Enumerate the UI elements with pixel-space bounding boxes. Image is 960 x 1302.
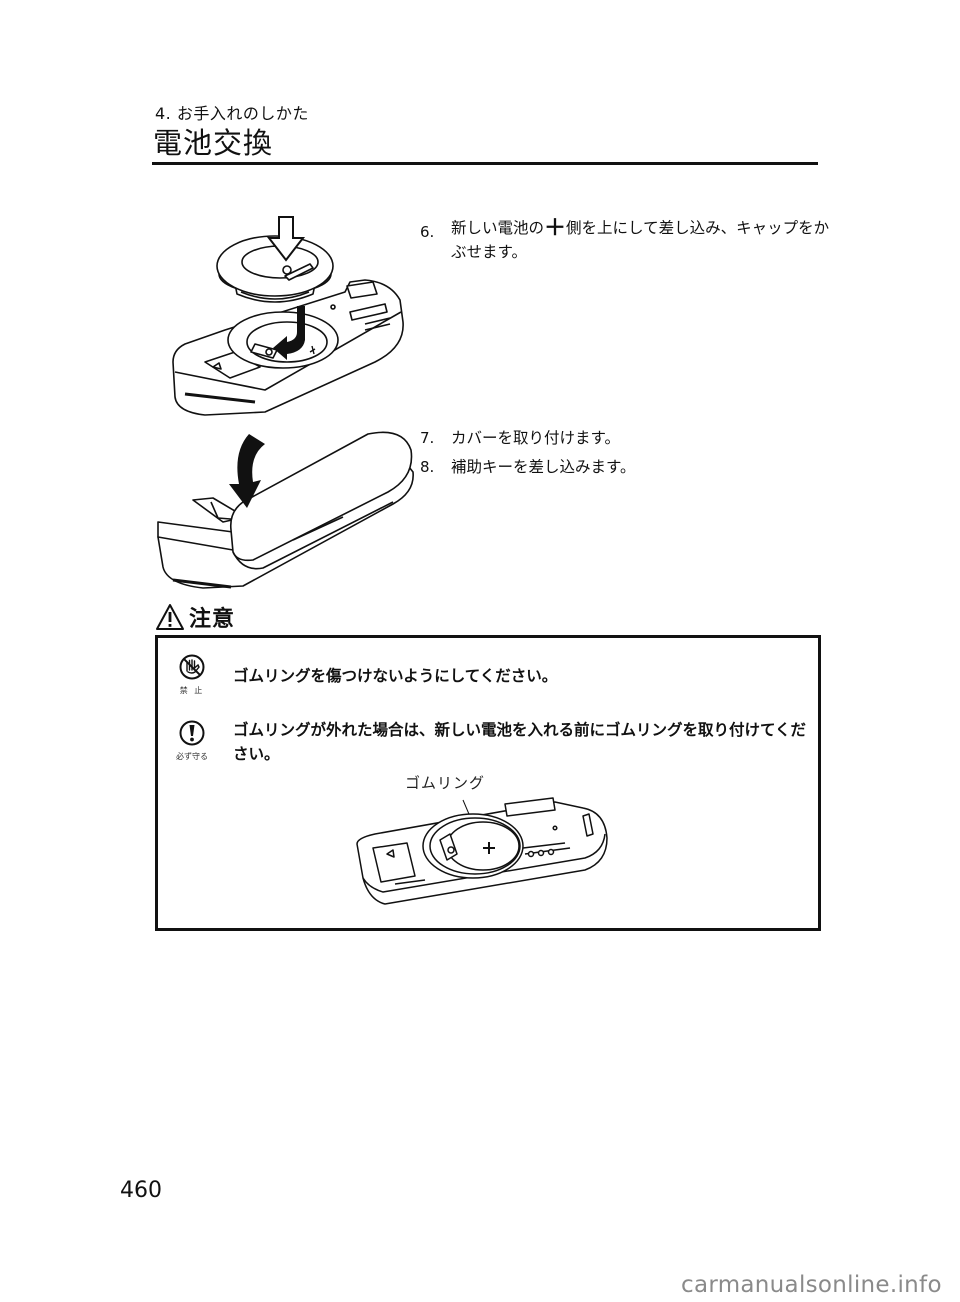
page-title: 電池交換 (153, 126, 274, 160)
title-divider (152, 162, 818, 165)
step-8: 8. 補助キーを差し込みます。 (420, 455, 820, 479)
warning-item: 禁 止 ゴムリングを傷つけないようにしてください。 (158, 654, 818, 704)
icon-caption: 禁 止 (179, 686, 205, 695)
plus-symbol: ＋ (544, 216, 567, 241)
mandatory-exclamation-icon (179, 720, 205, 746)
warning-triangle-icon (156, 604, 184, 630)
step-6: 6. 新しい電池の＋側を上にして差し込み、キャップをかぶせます。 (420, 216, 829, 266)
section-label: 4. お手入れのしかた (155, 104, 309, 123)
caution-box: 禁 止 ゴムリングを傷つけないようにしてください。 必ず守る ゴムリングが外れた… (155, 635, 821, 931)
warning-item: 必ず守る ゴムリングが外れた場合は、新しい電池を入れる前にゴムリングを取り付けて… (158, 720, 818, 776)
step-7: 7. カバーを取り付けます。 (420, 426, 820, 450)
rubber-ring-illustration (356, 797, 608, 905)
mandatory-icon-group: 必ず守る (170, 720, 214, 762)
battery-insert-illustration (172, 216, 404, 416)
warning-text: ゴムリングが外れた場合は、新しい電池を入れる前にゴムリングを取り付けてください。 (233, 721, 807, 763)
caution-label: 注意 (189, 607, 236, 632)
warning-text: ゴムリングを傷つけないようにしてください。 (233, 667, 558, 685)
step-text: カバーを取り付けます。 (451, 429, 620, 447)
step-number: 8. (420, 458, 435, 476)
step-number: 6. (420, 223, 435, 241)
watermark: carmanualsonline.info (681, 1272, 942, 1298)
step-number: 7. (420, 429, 435, 447)
prohibited-icon-group: 禁 止 (170, 654, 214, 696)
cover-attach-illustration (157, 431, 414, 589)
caution-heading: 注意 (155, 601, 235, 633)
step-text: 補助キーを差し込みます。 (451, 458, 636, 476)
step-text: 新しい電池の＋側を上にして差し込み、キャップをかぶせます。 (451, 216, 830, 262)
icon-caption: 必ず守る (176, 752, 208, 761)
prohibited-hand-icon (179, 654, 205, 680)
rubber-ring-label: ゴムリング (405, 774, 486, 792)
page-number: 460 (120, 1178, 162, 1203)
